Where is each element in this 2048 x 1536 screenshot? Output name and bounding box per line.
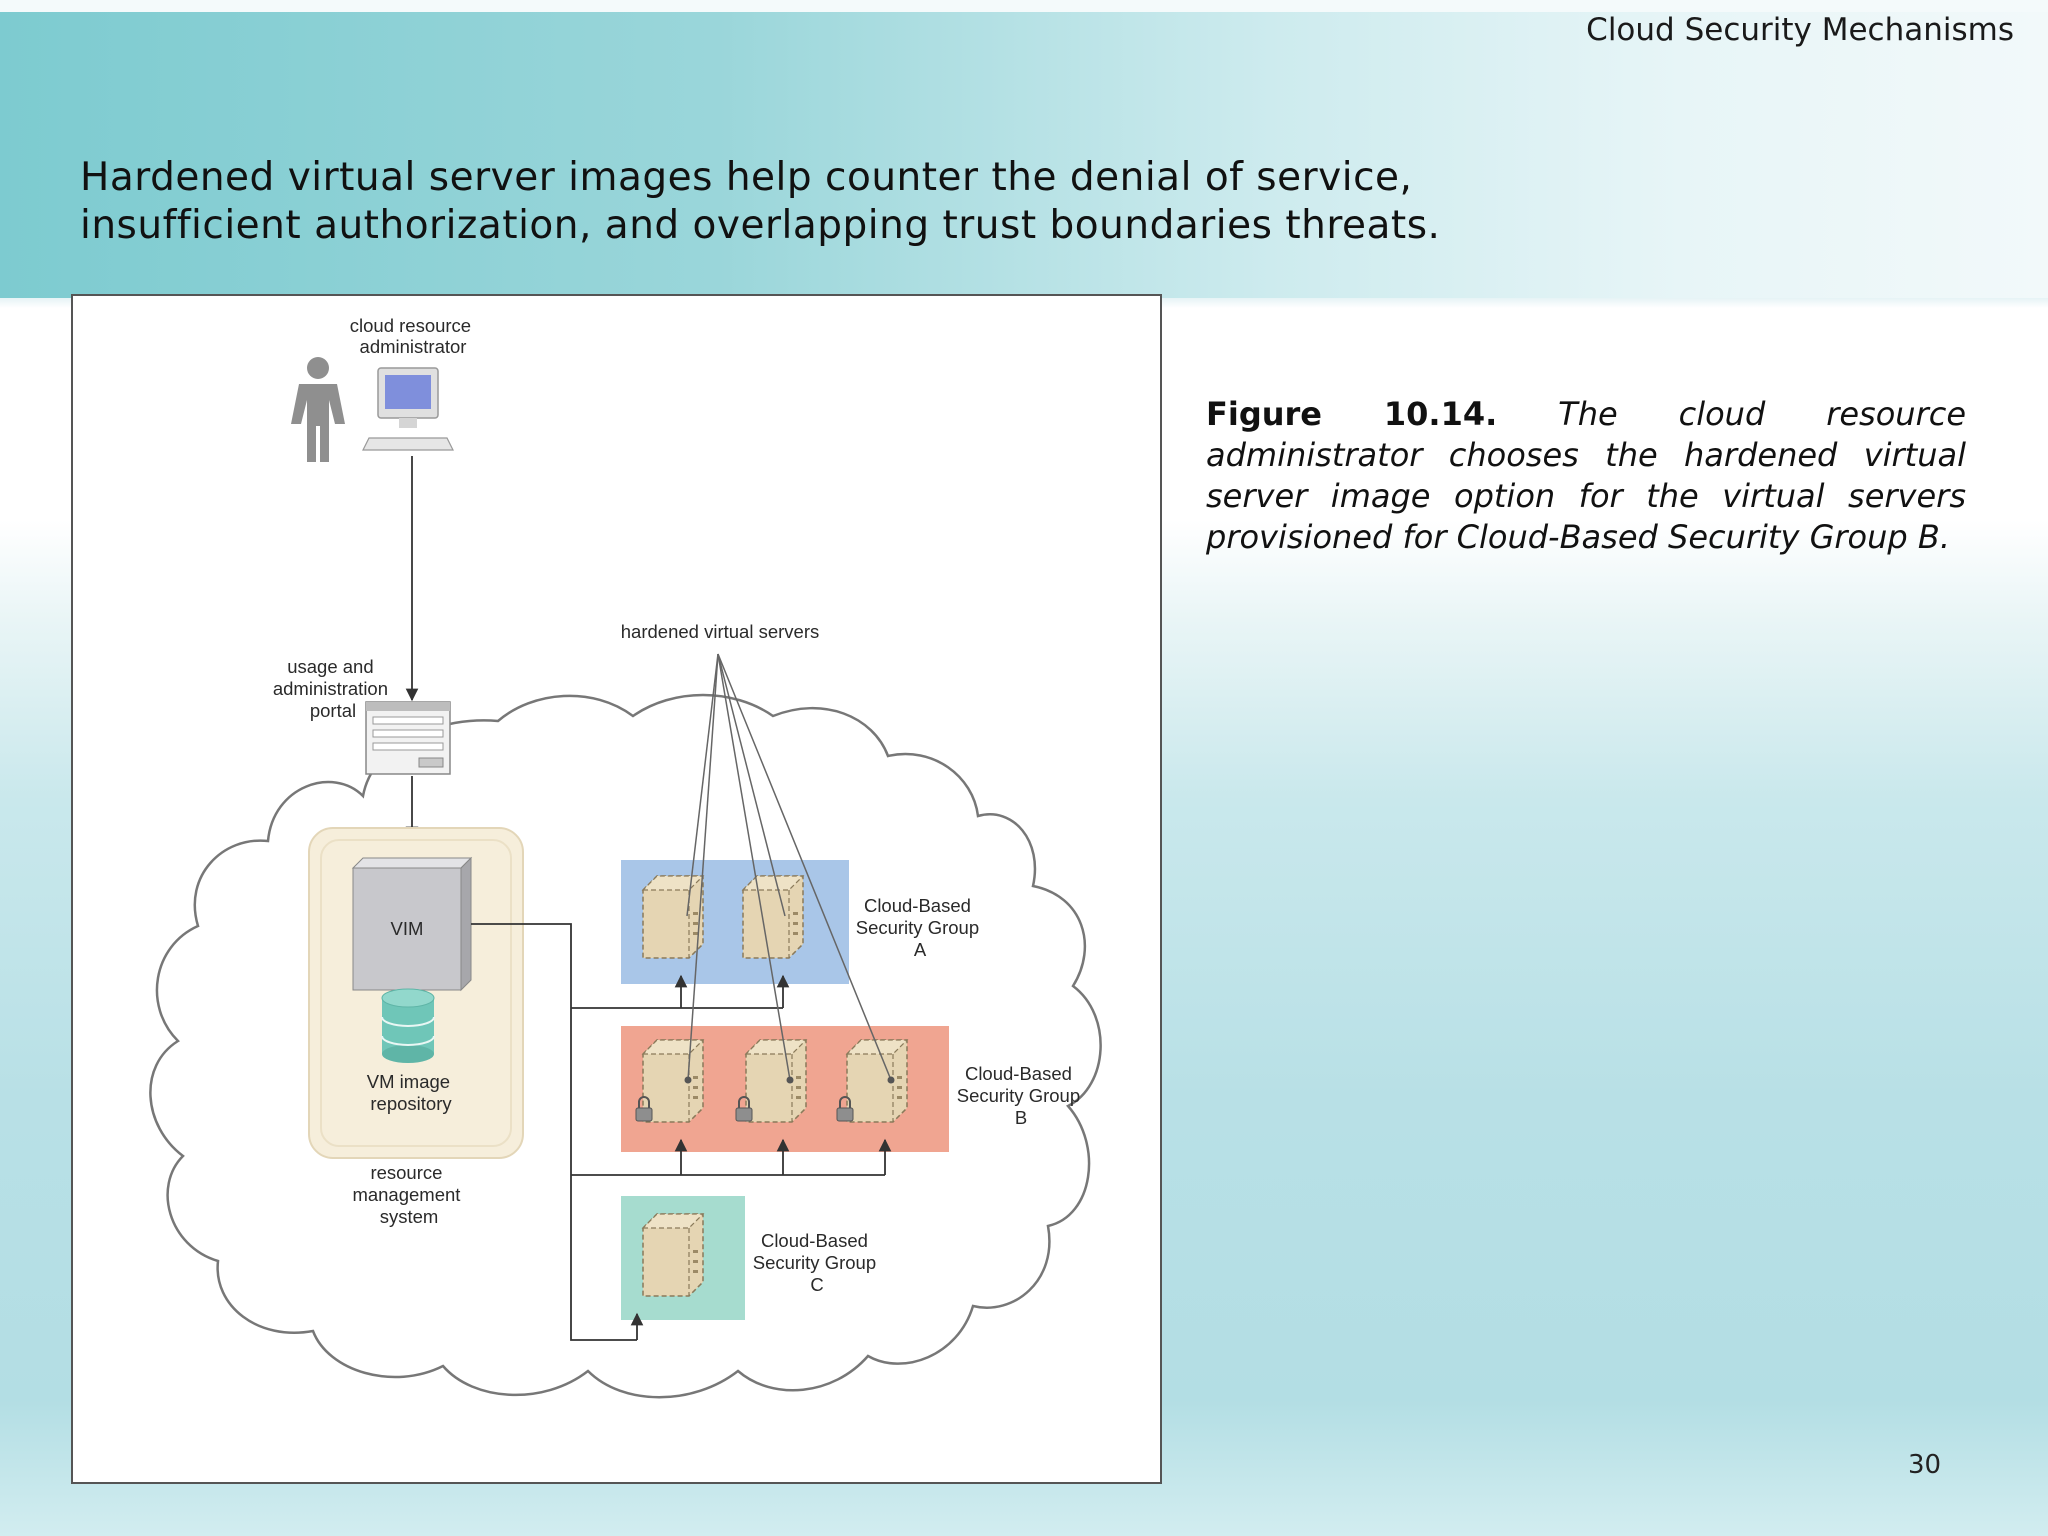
server-icon (745, 1039, 807, 1123)
vim-box (351, 856, 473, 992)
section-title: Cloud Security Mechanisms (1586, 12, 2014, 48)
label-group-b: Cloud-Based Security Group B (957, 1063, 1086, 1128)
server-icon (742, 875, 804, 959)
label-group-c: Cloud-Based Security Group C (753, 1230, 882, 1295)
server-icon (642, 1213, 704, 1297)
figure-diagram: cloud resource administrator usage and a… (71, 294, 1162, 1484)
caption-text: The cloud resource administrator chooses… (1206, 395, 1967, 556)
label-repository: VM image repository (367, 1071, 455, 1114)
portal-window (365, 701, 451, 775)
repository-cylinder (381, 988, 435, 1063)
label-hardened-servers: hardened virtual servers (621, 621, 819, 642)
slide-headline: Hardened virtual server images help coun… (80, 155, 1441, 248)
label-administrator: cloud resource administrator (350, 315, 476, 357)
caption-label: Figure 10.14. (1206, 395, 1498, 433)
person-icon (291, 357, 345, 462)
page-number: 30 (1908, 1450, 1942, 1480)
server-icon (642, 875, 704, 959)
top-strip (0, 0, 2048, 12)
label-resource-management: resource management system (352, 1162, 465, 1227)
label-group-a: Cloud-Based Security Group A (856, 895, 985, 960)
computer-icon (362, 367, 454, 451)
label-portal: usage and administration portal (273, 656, 393, 721)
label-vim: VIM (391, 918, 424, 939)
figure-caption: Figure 10.14. The cloud resource adminis… (1206, 394, 1966, 558)
server-icon (846, 1039, 908, 1123)
